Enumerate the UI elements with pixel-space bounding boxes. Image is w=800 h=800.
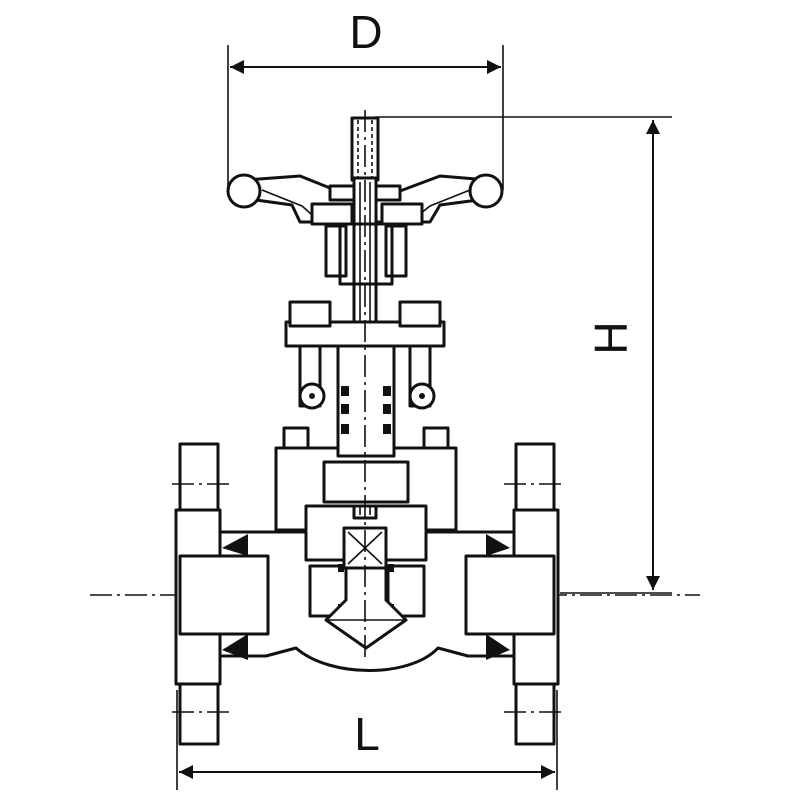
dimension-d-label: D [349,6,382,58]
dimension-d: D [227,6,504,190]
bonnet [274,426,458,532]
dimension-h: H [375,116,672,594]
pipe-socket-right [464,554,556,636]
dimension-l: L [176,690,558,790]
packing-box [336,344,396,458]
dimension-l-label: L [354,708,380,760]
yoke-sleeve [324,222,408,286]
pipe-socket-left [178,554,270,636]
dimension-h-label: H [585,321,637,354]
